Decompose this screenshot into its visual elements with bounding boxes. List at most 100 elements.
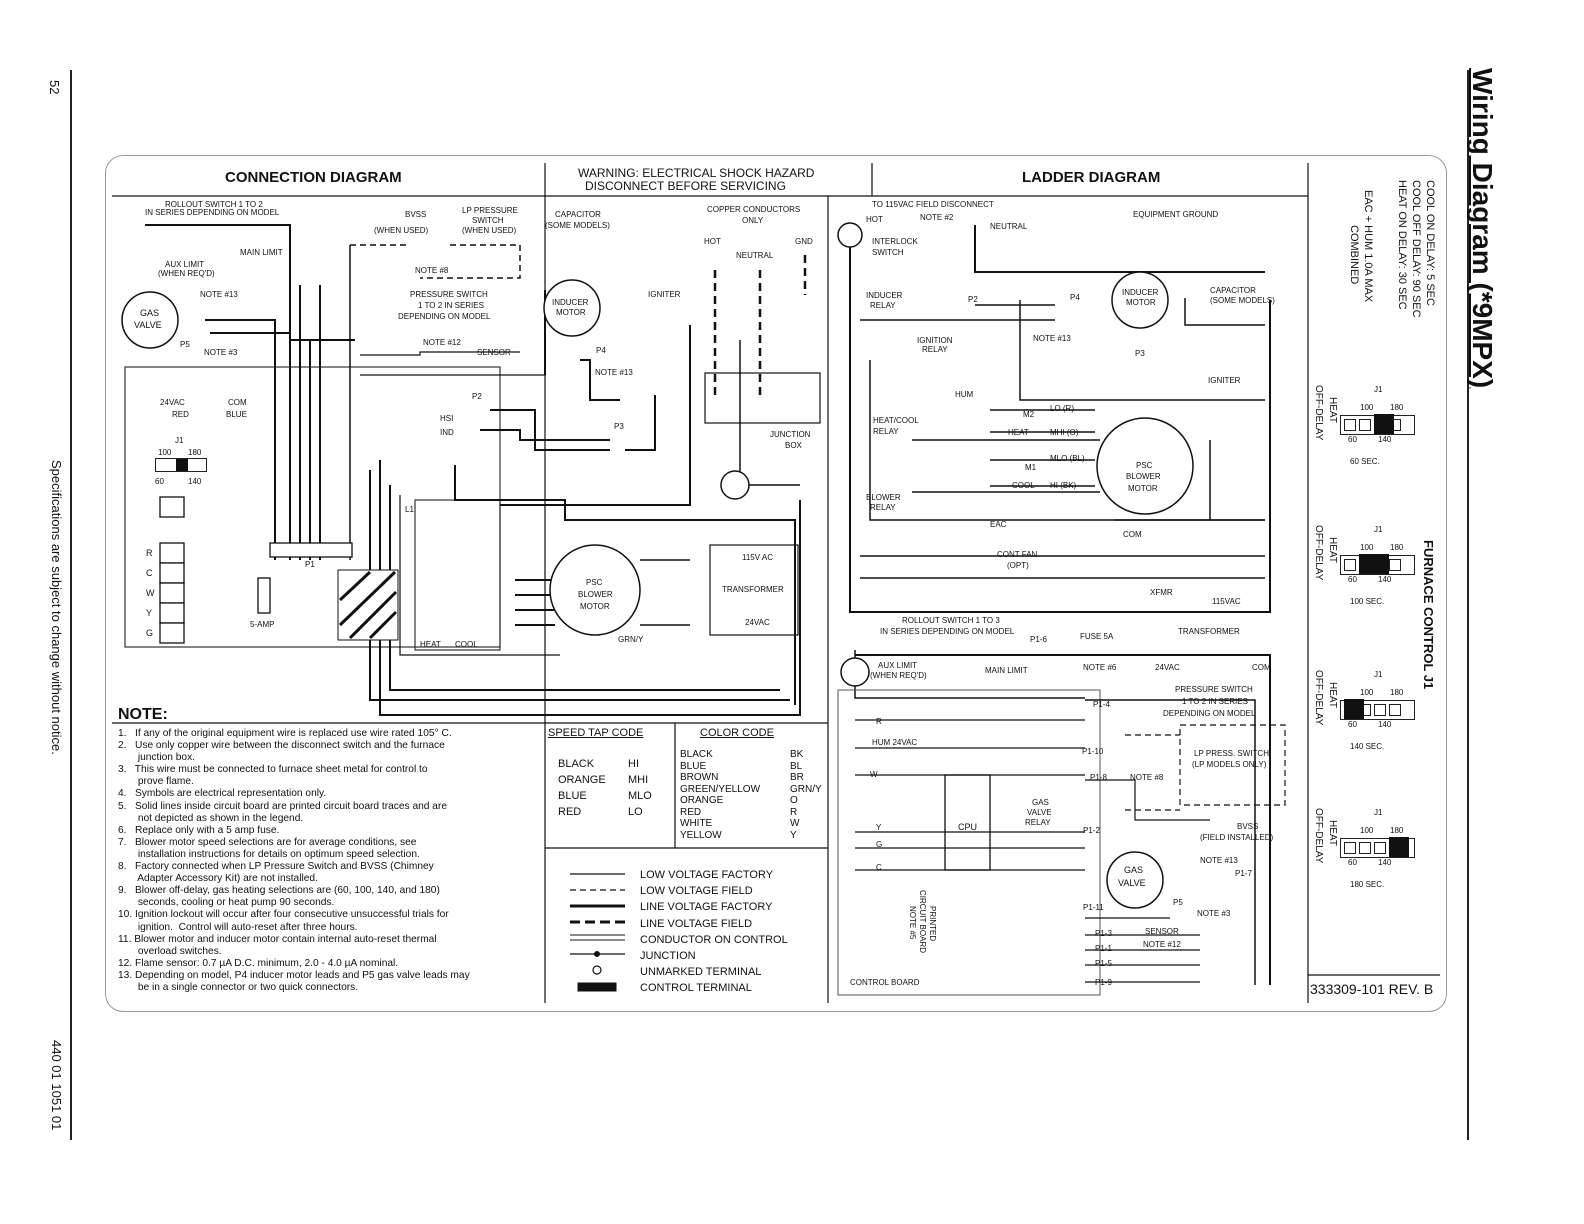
fc-jumper[interactable] <box>1340 554 1415 575</box>
note-item: 6. Replace only with a 5 amp fuse. <box>118 824 280 836</box>
ladder-transformer: TRANSFORMER <box>1178 627 1240 636</box>
bvss-label: BVSS <box>405 210 427 219</box>
gas-valve-label: GAS <box>140 308 160 318</box>
ladder-rollout: ROLLOUT SWITCH 1 TO 3 <box>902 616 1000 625</box>
ladder-note12: NOTE #12 <box>1143 940 1181 949</box>
fc-100-label: 100 <box>1360 688 1374 697</box>
color-abbr: R <box>790 806 798 818</box>
capacitor-label: CAPACITOR <box>555 210 601 219</box>
fc-pin <box>1344 842 1356 854</box>
ladder-p4: P4 <box>1070 293 1080 302</box>
fc-heat-label: HEAT <box>1327 537 1338 563</box>
ladder-note13: NOTE #13 <box>1033 334 1071 343</box>
ladder-fuse: FUSE 5A <box>1080 632 1114 641</box>
fc-jumper[interactable] <box>1340 414 1415 435</box>
ladder-pressure3: DEPENDING ON MODEL <box>1163 709 1256 718</box>
note-item: Adapter Accessory Kit) are not installed… <box>118 873 318 885</box>
ind-label: IND <box>440 428 454 437</box>
p3-label: P3 <box>614 422 624 431</box>
timing-line1: COOL ON DELAY: 5 SEC <box>1424 180 1436 306</box>
pressure-switch-label3: DEPENDING ON MODEL <box>398 312 491 321</box>
ladder-p12: P1-2 <box>1083 826 1100 835</box>
ladder-bvss: BVSS <box>1237 822 1259 831</box>
ladder-heat: HEAT <box>1008 428 1029 437</box>
legend-item: LOW VOLTAGE FIELD <box>640 885 753 898</box>
ladder-p14: P1-4 <box>1093 700 1110 709</box>
ladder-note3: NOTE #3 <box>1197 909 1231 918</box>
ladder-main-limit: MAIN LIMIT <box>985 666 1028 675</box>
note-item: overload switches. <box>118 945 222 957</box>
right-rule <box>1467 70 1469 1140</box>
ladder-bvss2: (FIELD INSTALLED) <box>1200 833 1274 842</box>
speed-tap-speed: LO <box>628 806 643 818</box>
note13-label: NOTE #13 <box>200 290 238 299</box>
fc-jumper[interactable] <box>1340 699 1415 720</box>
j1-jumper[interactable] <box>155 458 207 472</box>
ladder-igniter: IGNITER <box>1208 376 1241 385</box>
psc-label3: MOTOR <box>580 602 610 611</box>
ladder-mlo: MLO (BL) <box>1050 454 1085 463</box>
fc-j1-label: J1 <box>1374 808 1383 817</box>
fc-setting-label: 140 SEC. <box>1350 742 1385 751</box>
hot-label: HOT <box>704 237 721 246</box>
inducer-motor-label2: MOTOR <box>556 308 586 317</box>
ladder-c: C <box>876 863 882 872</box>
note-item: 5. Solid lines inside circuit board are … <box>118 800 447 812</box>
note-item: be in a single connector or two quick co… <box>118 981 359 993</box>
left-rule <box>70 70 72 1140</box>
5amp-label: 5-AMP <box>250 620 275 629</box>
lp-label: LP PRESSURE <box>462 206 518 215</box>
color-abbr: Y <box>790 829 797 841</box>
ladder-lo: LO (R) <box>1050 404 1074 413</box>
speed-tap-title: SPEED TAP CODE <box>548 727 644 739</box>
fc-jumper[interactable] <box>1340 837 1415 858</box>
fc-180-label: 180 <box>1390 826 1404 835</box>
ladder-diagram-title: LADDER DIAGRAM <box>1022 169 1161 186</box>
aux-limit-label: AUX LIMIT <box>165 260 205 269</box>
j1-60: 60 <box>155 477 164 486</box>
speed-tap-speed: MLO <box>628 790 652 802</box>
ladder-contfan: CONT FAN <box>997 550 1038 559</box>
fc-60-label: 60 <box>1348 435 1357 444</box>
hsi-label: HSI <box>440 414 454 423</box>
ladder-psc: PSC <box>1136 461 1153 470</box>
ladder-aux: AUX LIMIT <box>878 661 918 670</box>
fc-setting-label: 180 SEC. <box>1350 880 1385 889</box>
connection-diagram-title: CONNECTION DIAGRAM <box>225 169 402 186</box>
ladder-p11: P1-1 <box>1095 944 1112 953</box>
ladder-inducer2: MOTOR <box>1126 298 1156 307</box>
ladder-gvr: GAS <box>1032 798 1049 807</box>
ladder-interlock2: SWITCH <box>872 248 904 257</box>
note-item: 13. Depending on model, P4 inducer motor… <box>118 969 470 981</box>
fc-180-label: 180 <box>1390 688 1404 697</box>
cool-label: COOL <box>455 640 478 649</box>
color-name: YELLOW <box>680 829 722 841</box>
fc-140-label: 140 <box>1378 720 1392 729</box>
main-limit-label: MAIN LIMIT <box>240 248 283 257</box>
ladder-24vac: 24VAC <box>1155 663 1180 672</box>
ladder-pressure2: 1 TO 2 IN SERIES <box>1182 697 1248 706</box>
ladder-p111: P1-11 <box>1083 903 1104 912</box>
color-abbr: GRN/Y <box>790 783 822 795</box>
fc-setting-label: 60 SEC. <box>1350 457 1380 466</box>
ladder-hum: HUM <box>955 390 974 399</box>
timing-line4: EAC + HUM 1.0A MAX <box>1362 190 1374 303</box>
fc-jumper-shunt <box>1374 414 1394 434</box>
fc-pin <box>1389 704 1401 716</box>
pressure-switch-label: PRESSURE SWITCH <box>410 290 488 299</box>
note-item: 2. Use only copper wire between the disc… <box>118 740 445 752</box>
note-item: 12. Flame sensor: 0.7 µA D.C. minimum, 2… <box>118 957 399 969</box>
timing-line2: COOL OFF DELAY: 90 SEC <box>1410 180 1422 318</box>
copper-label: COPPER CONDUCTORS <box>707 205 801 214</box>
gnd-label: GND <box>795 237 813 246</box>
fc-offdelay-label: OFF-DELAY <box>1313 385 1324 441</box>
ladder-p17: P1-7 <box>1235 869 1252 878</box>
24vac-b-label: 24VAC <box>745 618 770 627</box>
note-item: junction box. <box>118 752 196 764</box>
